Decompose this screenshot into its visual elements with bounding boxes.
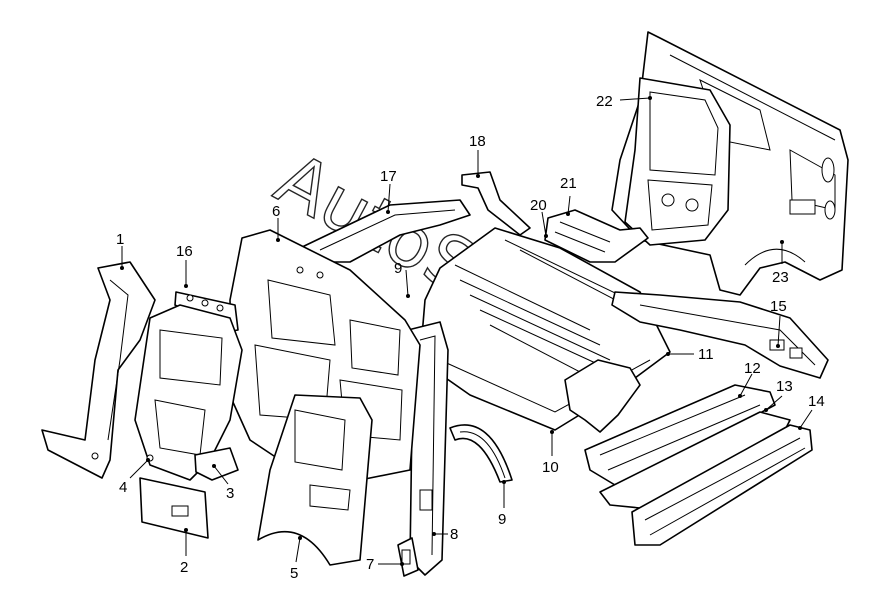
- part-a-pillar: [41, 261, 156, 479]
- callout-14: 14: [808, 393, 825, 410]
- part-rear-arch-11: [564, 359, 641, 433]
- part-rear-door-frame: [624, 77, 731, 246]
- callout-16: 16: [176, 243, 193, 260]
- callout-10: 10: [542, 459, 559, 476]
- callout-18: 18: [469, 133, 486, 150]
- part-bracket-18: [461, 171, 531, 236]
- callout-5: 5: [290, 565, 298, 582]
- part-door-frame-panel: [134, 304, 243, 481]
- callout-15: 15: [770, 298, 787, 315]
- part-wheel-arch-liner: [449, 424, 513, 483]
- part-rear-panel-12: [584, 384, 776, 489]
- part-floor-pan: [419, 227, 671, 431]
- leader-lines: [120, 96, 813, 566]
- callout-9-wheel-arch: 9: [498, 511, 506, 528]
- callout-13: 13: [776, 378, 793, 395]
- part-plate-7: [397, 537, 419, 577]
- callout-4: 4: [119, 479, 127, 496]
- callout-labels: 1 2 3 4 5 6 7 8 9 9 10 11 12 13 14 15 16…: [116, 93, 825, 582]
- callout-17: 17: [380, 168, 397, 185]
- callout-1: 1: [116, 231, 124, 248]
- callout-7: 7: [366, 556, 374, 573]
- callout-23: 23: [772, 269, 789, 286]
- part-sill-plate: [139, 477, 209, 539]
- callout-11: 11: [698, 346, 714, 363]
- callout-3: 3: [226, 485, 234, 502]
- part-pillar-inner-5: [257, 394, 373, 566]
- part-bumper-reinforcement: [631, 424, 813, 546]
- callout-20: 20: [530, 197, 547, 214]
- callout-21: 21: [560, 175, 577, 192]
- callout-22: 22: [596, 93, 613, 110]
- part-patch-3: [194, 447, 239, 481]
- part-bracket-20-21: [544, 209, 649, 263]
- callout-9-floor: 9: [394, 260, 402, 277]
- callout-2: 2: [180, 559, 188, 576]
- callout-8: 8: [450, 526, 458, 543]
- callout-6: 6: [272, 203, 280, 220]
- callout-12: 12: [744, 360, 761, 377]
